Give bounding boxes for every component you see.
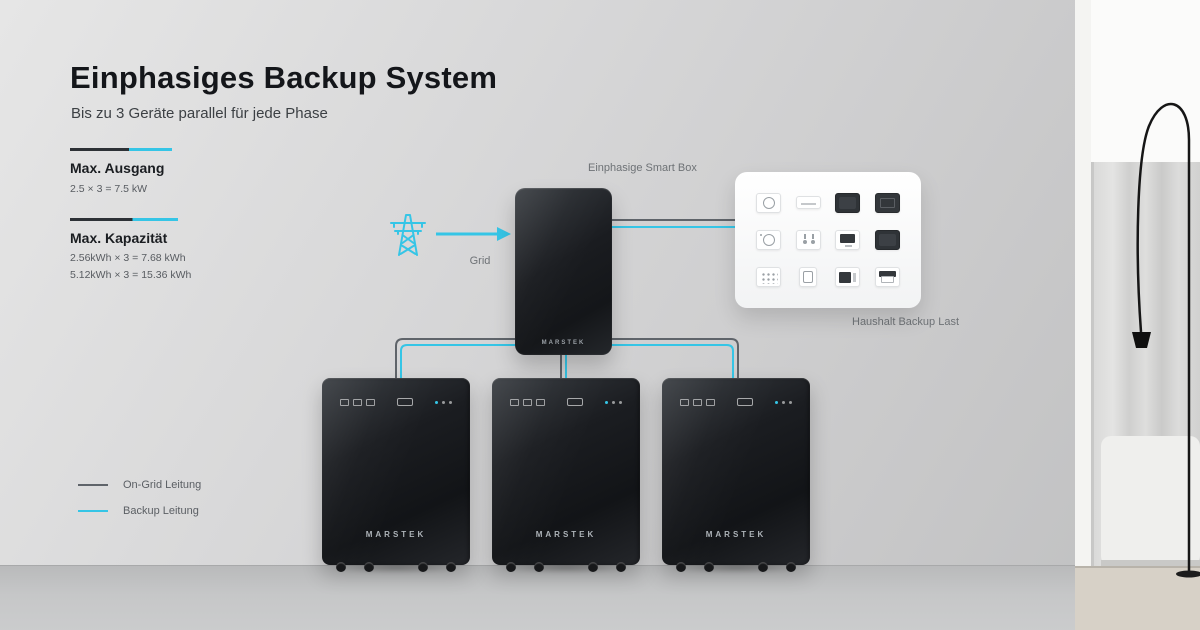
spec-value: 5.12kWh × 3 = 15.36 kWh — [70, 268, 192, 281]
spec-heading: Max. Ausgang — [70, 160, 165, 176]
legend: On-Grid Leitung Backup Leitung — [78, 479, 201, 517]
bed-shadow — [1101, 560, 1200, 566]
battery-level-icon — [397, 398, 413, 406]
battery-unit-2: MARSTEK — [492, 378, 640, 572]
spec-value: 2.5 × 3 = 7.5 kW — [70, 183, 148, 195]
smart-box-label: Einphasige Smart Box — [588, 162, 697, 174]
wall-edge-shadow — [1091, 162, 1094, 566]
legend-item-backup: Backup Leitung — [78, 505, 201, 517]
battery-level-icon — [567, 398, 583, 406]
transmission-tower-icon — [390, 214, 426, 256]
router-icon — [795, 229, 821, 250]
dishwasher-icon — [756, 229, 782, 250]
arrow-right-icon — [497, 227, 511, 241]
page-subtitle: Bis zu 3 Geräte parallel für jede Phase — [71, 105, 328, 122]
battery-unit-3: MARSTEK — [662, 378, 810, 572]
legend-item-ongrid: On-Grid Leitung — [78, 479, 201, 491]
brand-logo: MARSTEK — [365, 530, 427, 539]
battery-status-display — [680, 397, 792, 407]
brand-logo: MARSTEK — [535, 530, 597, 539]
backup-load-label: Haushalt Backup Last — [852, 316, 960, 328]
white-wall — [1075, 0, 1200, 162]
floor-lamp-shade — [1132, 332, 1151, 348]
ongrid-line-swatch — [78, 484, 108, 486]
floor-lamp-arc — [1136, 102, 1191, 572]
bed — [1101, 436, 1200, 566]
caster-wheel — [616, 562, 626, 572]
backup-line-swatch — [78, 510, 108, 512]
printer-icon — [874, 267, 900, 288]
accent-bar — [70, 218, 178, 221]
caster-wheel — [588, 562, 598, 572]
washing-machine-icon — [756, 192, 782, 213]
smart-box-device: MARSTEK — [515, 188, 612, 355]
tv-icon — [835, 192, 861, 213]
battery-unit-1: MARSTEK — [322, 378, 470, 572]
oven-icon — [874, 192, 900, 213]
caster-wheel — [534, 562, 544, 572]
air-conditioner-icon — [795, 196, 821, 210]
screen-icon — [874, 229, 900, 250]
wall-corner — [1075, 0, 1091, 566]
backup-load-panel — [735, 172, 921, 308]
brand-logo: MARSTEK — [705, 530, 767, 539]
kettle-icon — [799, 267, 818, 288]
battery-status-display — [510, 397, 622, 407]
accent-bar — [70, 148, 172, 151]
legend-label: Backup Leitung — [123, 505, 199, 517]
floor-seam — [1075, 566, 1200, 568]
brand-logo: MARSTEK — [541, 340, 586, 346]
monitor-icon — [835, 229, 861, 250]
caster-wheel — [506, 562, 516, 572]
grid-label: Grid — [469, 255, 491, 267]
remote-control-icon — [756, 267, 782, 288]
caster-wheel — [758, 562, 768, 572]
caster-wheel — [446, 562, 456, 572]
caster-wheel — [336, 562, 346, 572]
caster-wheel — [786, 562, 796, 572]
caster-wheel — [676, 562, 686, 572]
battery-status-display — [340, 397, 452, 407]
floor-lamp-base — [1176, 570, 1200, 578]
spec-max-capacity: Max. Kapazität 2.56kWh × 3 = 7.68 kWh 5.… — [70, 218, 191, 282]
wood-floor — [1075, 566, 1200, 630]
battery-level-icon — [737, 398, 753, 406]
spec-value: 2.56kWh × 3 = 7.68 kWh — [70, 252, 186, 264]
room-photo — [1075, 0, 1200, 630]
caster-wheel — [364, 562, 374, 572]
caster-wheel — [418, 562, 428, 572]
microwave-icon — [835, 267, 861, 288]
spec-max-output: Max. Ausgang 2.5 × 3 = 7.5 kW — [70, 148, 172, 197]
legend-label: On-Grid Leitung — [123, 479, 202, 491]
caster-wheel — [704, 562, 714, 572]
spec-heading: Max. Kapazität — [70, 230, 168, 246]
page-title: Einphasiges Backup System — [70, 60, 498, 95]
